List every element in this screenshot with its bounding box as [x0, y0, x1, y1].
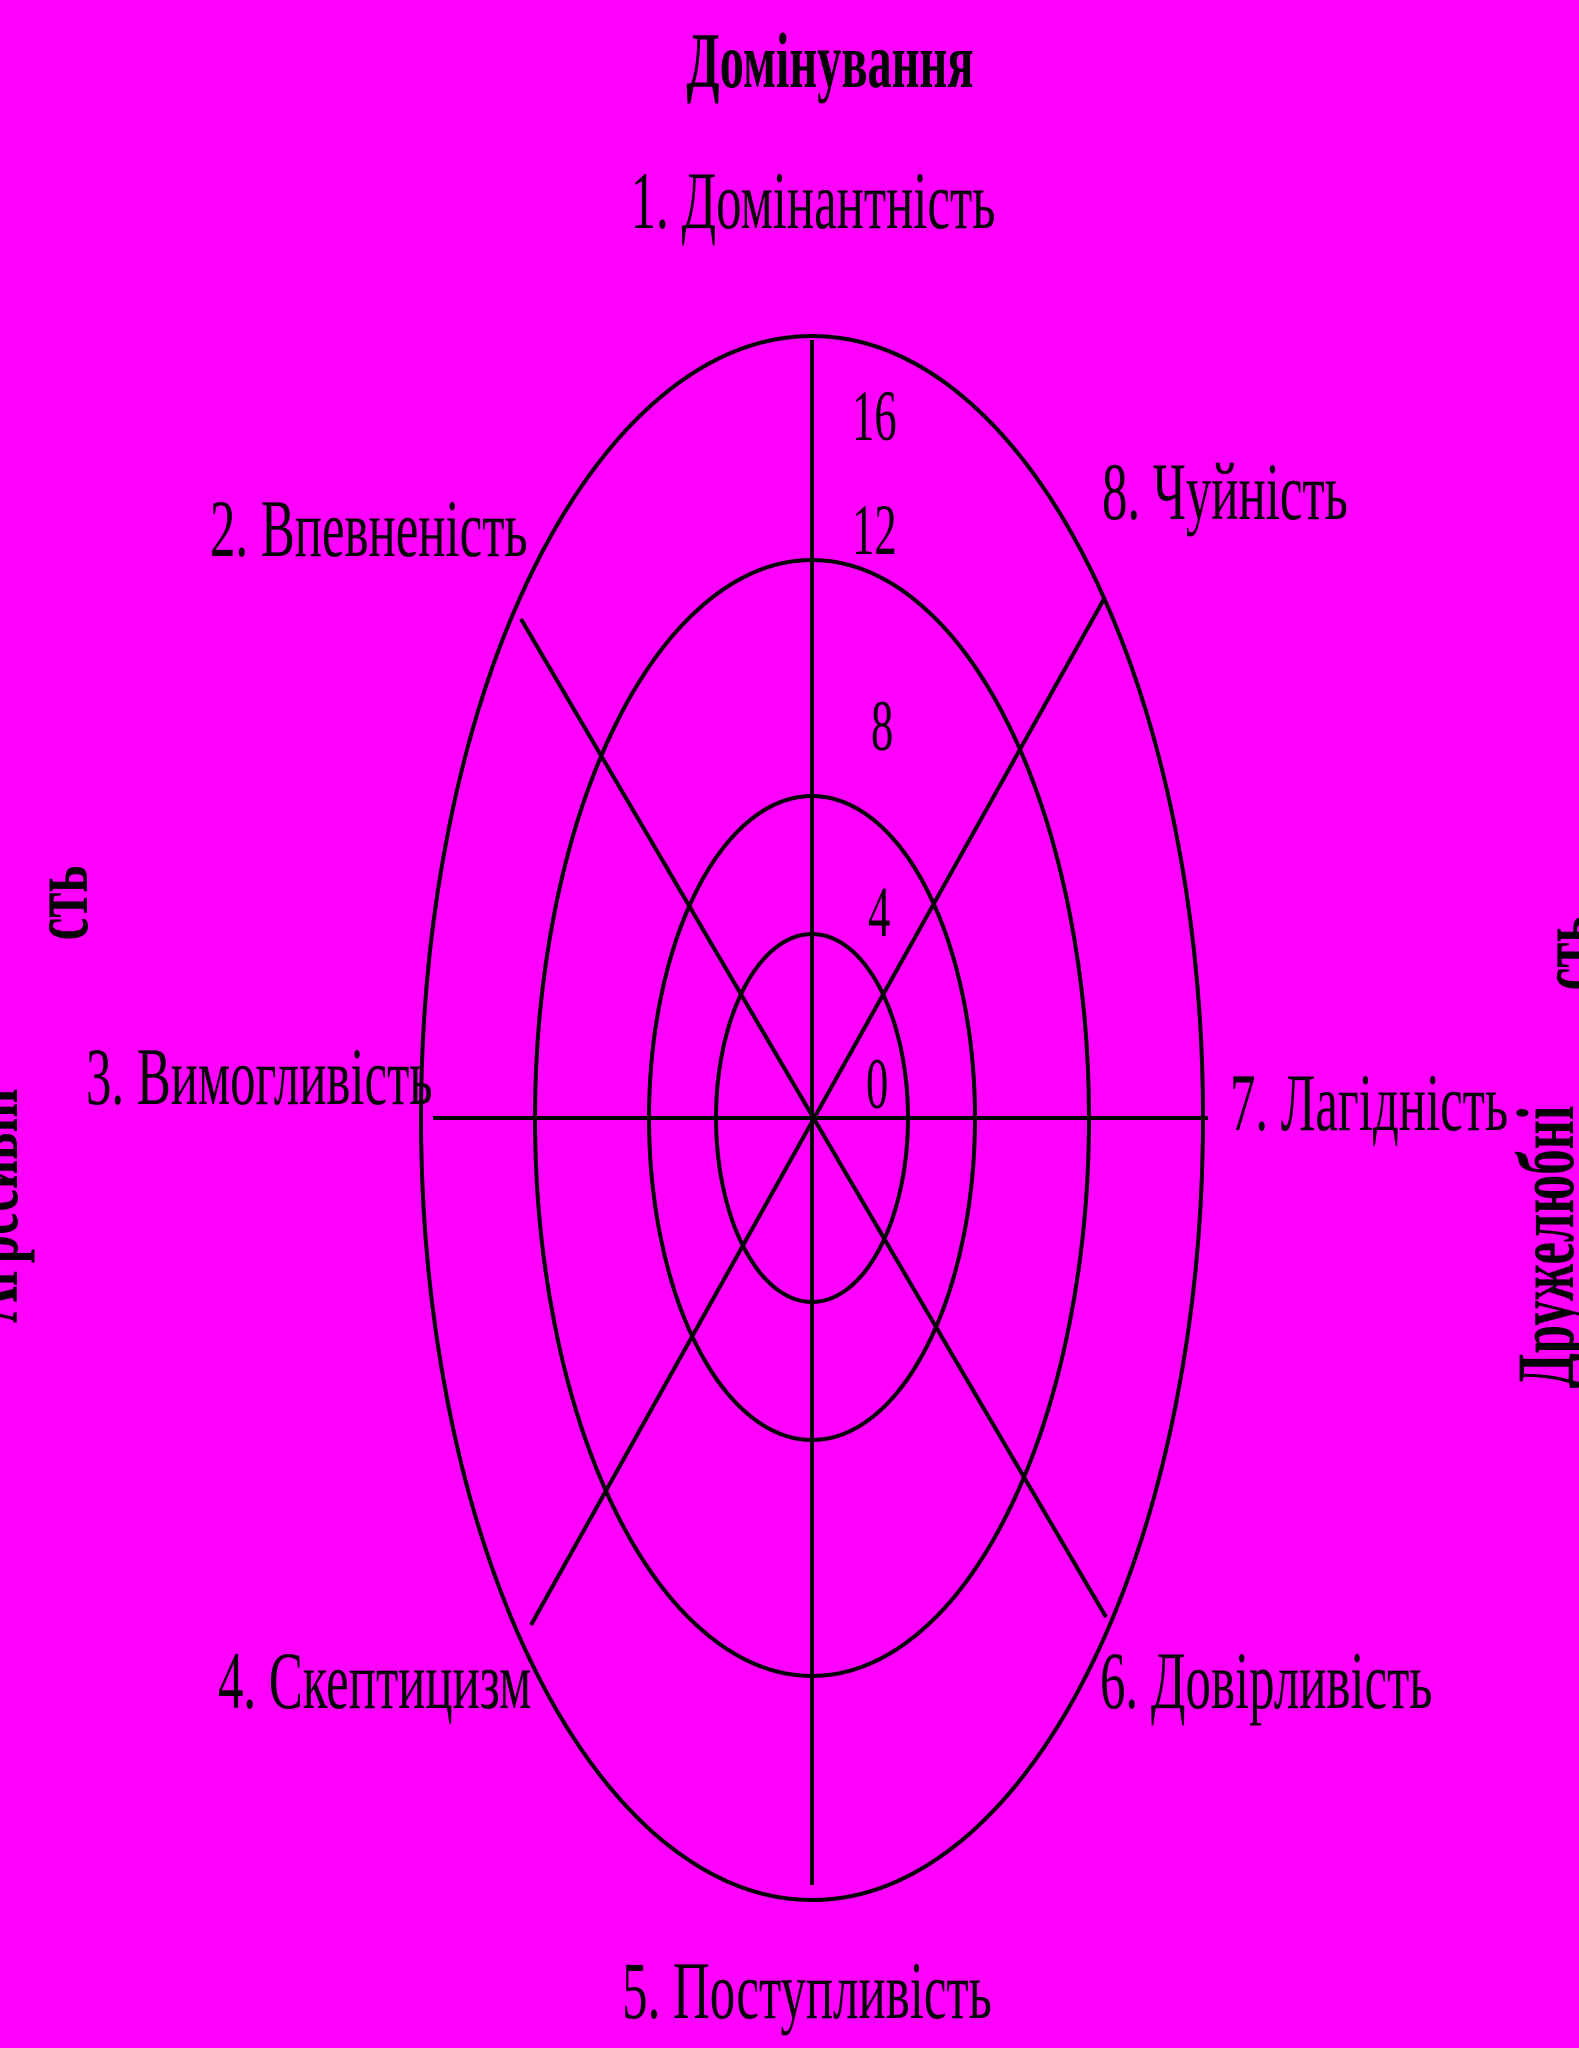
axis-diagonal-8-4: [529, 598, 1106, 1626]
scale-label-4: 4: [868, 872, 891, 952]
octant-label-6: 6. Довірливість: [1100, 1635, 1433, 1726]
side-label-right-part: сть: [1522, 915, 1579, 991]
octant-label-5: 5. Поступливість: [622, 1945, 992, 2036]
octant-label-2: 2. Впевненість: [210, 483, 528, 574]
octant-label-8: 8. Чуйність: [1102, 446, 1348, 537]
side-label-left-part: сть: [14, 865, 105, 941]
octant-label-4: 4. Скептицизм: [218, 1635, 532, 1726]
scale-label-16: 16: [852, 376, 897, 456]
side-label-right-main: Дружелюбні: [1500, 1105, 1579, 1389]
diagram-title: Домінування: [686, 17, 974, 104]
scale-label-12: 12: [852, 490, 897, 570]
octant-label-7: 7. Лагідність: [1230, 1057, 1509, 1148]
octant-label-1: 1. Домінантність: [630, 155, 996, 246]
scale-label-8: 8: [871, 686, 894, 766]
side-label-left-main: Агресивні: [0, 1088, 35, 1323]
octant-label-3: 3. Вимогливість: [86, 1031, 433, 1122]
scale-label-0: 0: [866, 1044, 889, 1124]
